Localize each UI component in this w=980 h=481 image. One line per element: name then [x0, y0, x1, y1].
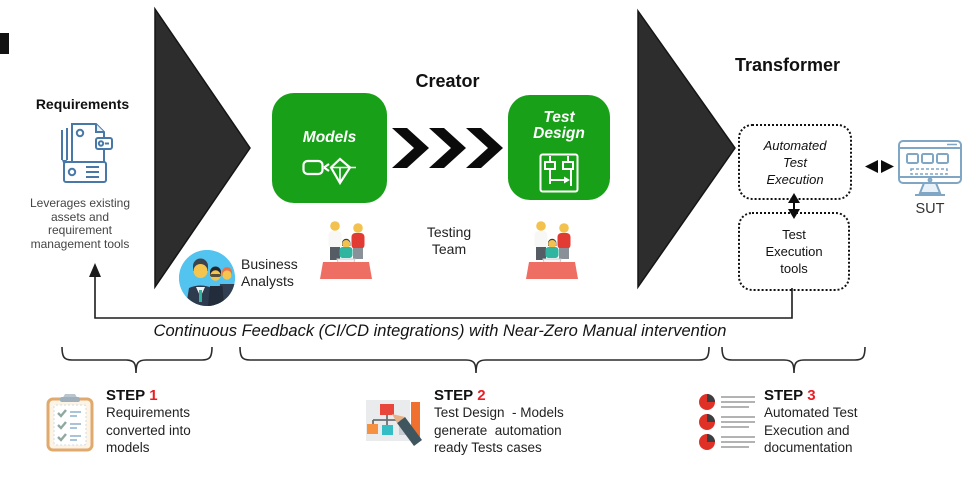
step2-brace — [239, 346, 710, 374]
feedback-arrow — [89, 263, 793, 319]
flowchart-pencil-icon — [364, 392, 422, 457]
horizontal-sync-arrow-icon — [865, 160, 894, 173]
testing-team-icon — [320, 218, 372, 285]
step3-number: 3 — [807, 387, 816, 404]
step-braces — [61, 346, 866, 374]
transformer-heading: Transformer — [734, 55, 841, 75]
requirements-document-icon — [54, 120, 118, 197]
test-execution-tools-label: Test Execution tools — [765, 227, 823, 276]
requirements-caption: Leverages existing assets and requiremen… — [29, 196, 131, 251]
models-label: Models — [302, 129, 357, 146]
automated-test-execution-box: Automated Test Execution — [738, 124, 852, 200]
test-board-icon — [539, 153, 579, 198]
creator-heading: Creator — [415, 71, 480, 91]
pie-report-icon — [697, 393, 759, 456]
requirements-heading: Requirements — [35, 96, 130, 112]
business-analysts-label: Business Analysts — [241, 256, 298, 289]
business-analysts-avatar — [179, 250, 235, 306]
left-edge-mark — [0, 33, 9, 54]
funnel-triangle-left-icon — [154, 6, 251, 290]
test-design-label: Test Design — [533, 109, 585, 142]
funnel-triangle-right-icon — [637, 8, 736, 290]
step1-brace — [61, 346, 213, 374]
feedback-text: Continuous Feedback (CI/CD integrations)… — [153, 322, 727, 340]
models-box: Models — [272, 93, 387, 203]
test-execution-tools-box: Test Execution tools — [738, 212, 850, 291]
automated-test-execution-label: Automated Test Execution — [763, 137, 827, 187]
sut-monitor-icon — [897, 139, 963, 204]
chevron-flow-icon — [392, 128, 503, 168]
testing-team-label: Testing Team — [426, 224, 472, 257]
step1-number: 1 — [149, 387, 158, 404]
checklist-clipboard-icon — [44, 392, 96, 457]
test-design-box: Test Design — [508, 95, 610, 200]
vector-pen-icon — [302, 156, 358, 191]
step3-brace — [721, 346, 866, 374]
step2-number: 2 — [477, 387, 486, 404]
testing-team-icon — [526, 218, 578, 285]
sut-label: SUT — [915, 201, 945, 217]
